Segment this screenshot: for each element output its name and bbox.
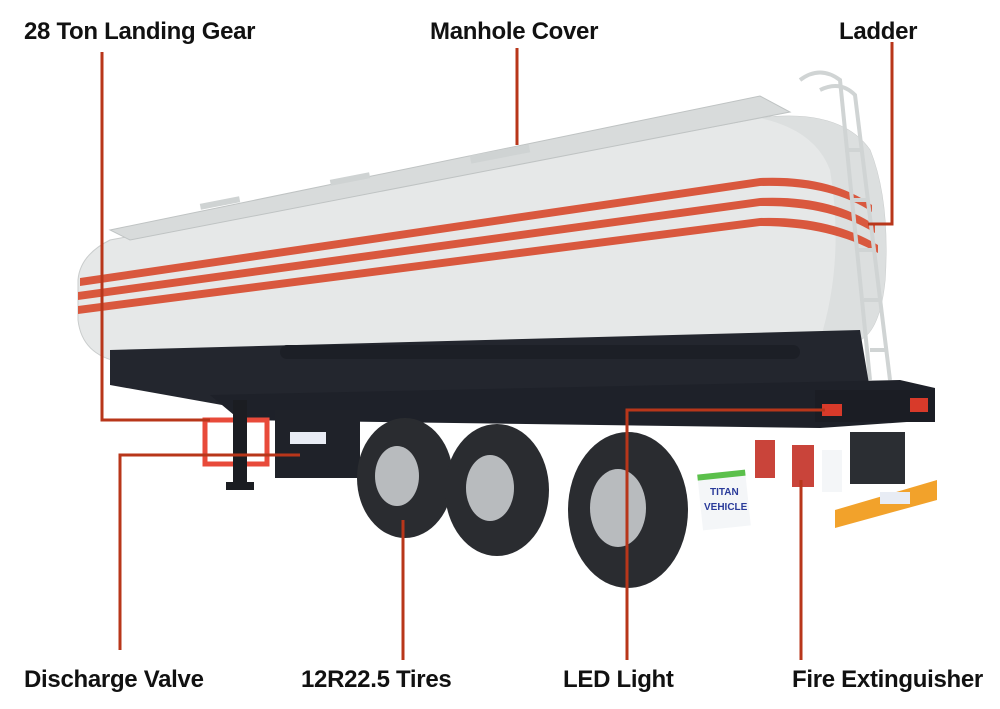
label-manhole-cover: Manhole Cover bbox=[430, 18, 599, 45]
landing-gear bbox=[202, 400, 270, 490]
fire-extinguisher-bracket bbox=[755, 440, 814, 487]
rear-bumper bbox=[835, 432, 937, 528]
label-discharge-valve: Discharge Valve bbox=[24, 666, 204, 693]
svg-text:TITAN: TITAN bbox=[710, 487, 739, 498]
callout-lines bbox=[100, 42, 894, 660]
label-tires: 12R22.5 Tires bbox=[301, 666, 452, 693]
label-fire-extinguisher: Fire Extinguisher bbox=[792, 666, 983, 693]
label-ladder: Ladder bbox=[839, 18, 918, 45]
tank-body bbox=[77, 95, 887, 363]
manhole-cover bbox=[199, 144, 531, 210]
tool-box bbox=[275, 410, 360, 478]
label-landing-gear: 28 Ton Landing Gear bbox=[24, 18, 256, 45]
tires bbox=[357, 418, 688, 588]
svg-text:VEHICLE: VEHICLE bbox=[704, 502, 748, 513]
ladder bbox=[798, 70, 892, 381]
label-led-light: LED Light bbox=[563, 666, 674, 693]
chassis bbox=[110, 330, 935, 428]
mudflap: TITAN VEHICLE bbox=[697, 450, 842, 531]
